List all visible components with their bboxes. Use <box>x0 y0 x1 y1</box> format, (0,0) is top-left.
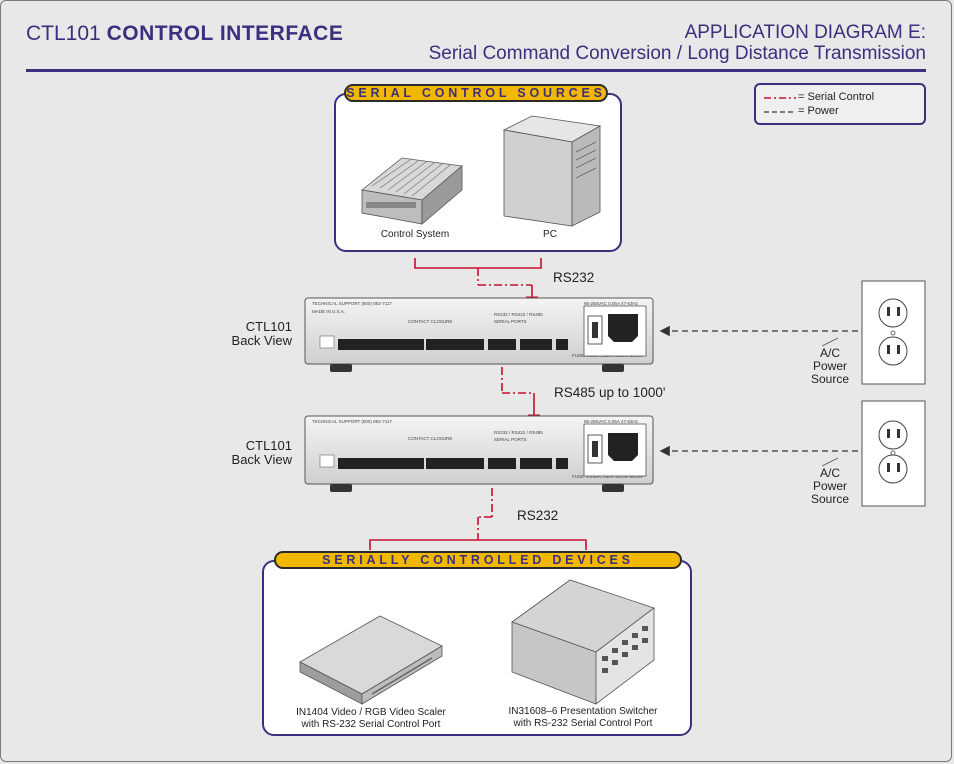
switcher-label: IN31608–6 Presentation Switcher with RS-… <box>496 706 670 730</box>
legend-box: = Serial Control = Power <box>754 83 926 125</box>
control-system-label: Control System <box>380 229 450 240</box>
video-scaler-icon <box>299 615 443 705</box>
ctl101-unit-1-view: Back View <box>231 333 292 348</box>
ctl101-unit-1: TECHNICAL SUPPORT (800) 882-7117 MADE IN… <box>304 297 654 372</box>
video-scaler-label-line1: IN1404 Video / RGB Video Scaler <box>296 707 446 718</box>
svg-text:TECHNICAL SUPPORT (800) 882-71: TECHNICAL SUPPORT (800) 882-7117 <box>312 419 392 424</box>
legend-serial-label: = Serial Control <box>798 91 875 103</box>
power-source-1-line3: Source <box>810 372 850 386</box>
power-source-1-label: A/C Power Source <box>806 347 854 386</box>
brand-name: CTL101 <box>26 22 101 45</box>
ctl101-unit-2: TECHNICAL SUPPORT (800) 882-7117 CONTACT… <box>304 415 654 492</box>
svg-text:RS232 / RS422 / RS485: RS232 / RS422 / RS485 <box>494 430 543 435</box>
ctl101-unit-2-model: CTL101 <box>245 438 292 453</box>
control-system-icon <box>361 157 463 225</box>
video-scaler-label: IN1404 Video / RGB Video Scaler with RS-… <box>286 707 456 731</box>
ctl101-unit-1-model: CTL101 <box>245 319 292 334</box>
video-scaler-label-line2: with RS-232 Serial Control Port <box>301 719 441 730</box>
diagram-title-line1: APPLICATION DIAGRAM E: <box>684 22 926 43</box>
power-source-2-label: A/C Power Source <box>806 467 854 506</box>
ctl101-unit-2-view: Back View <box>231 452 292 467</box>
pc-tower-icon <box>502 115 602 227</box>
svg-text:RS232 / RS422 / RS485: RS232 / RS422 / RS485 <box>494 312 543 317</box>
svg-text:95-265VAC 0.05A 47-63Hz: 95-265VAC 0.05A 47-63Hz <box>584 301 639 306</box>
rs485-link <box>501 367 541 428</box>
svg-text:95-265VAC 0.05A 47-63Hz: 95-265VAC 0.05A 47-63Hz <box>584 419 639 424</box>
svg-text:MADE IN U.S.A.: MADE IN U.S.A. <box>312 309 345 314</box>
svg-text:SERIAL PORTS: SERIAL PORTS <box>494 319 527 324</box>
svg-text:SERIAL PORTS: SERIAL PORTS <box>494 437 527 442</box>
ctl101-unit-2-label: CTL101 Back View <box>226 439 292 467</box>
svg-text:CONTACT CLOSURE: CONTACT CLOSURE <box>408 436 452 441</box>
ctl101-unit-1-label: CTL101 Back View <box>226 320 292 348</box>
power-source-2-line3: Source <box>810 492 850 506</box>
rs485-label: RS485 up to 1000' <box>554 385 666 400</box>
legend-swatches <box>764 97 796 113</box>
sources-banner: SERIAL CONTROL SOURCES <box>344 84 608 102</box>
device-serial-bracket <box>369 488 587 550</box>
presentation-switcher-icon <box>511 579 655 705</box>
rs232-top-label: RS232 <box>553 270 595 285</box>
power-outlet-2 <box>861 400 926 507</box>
power-source-2-line2: Power <box>812 479 847 493</box>
diagram-subtitle: Serial Command Conversion / Long Distanc… <box>428 43 926 64</box>
svg-text:TECHNICAL SUPPORT (800) 882-71: TECHNICAL SUPPORT (800) 882-7117 <box>312 301 392 306</box>
pc-label: PC <box>543 229 557 240</box>
power-lines <box>659 325 858 457</box>
svg-text:FUSE: 0.250A, 250V SLOW BLOW: FUSE: 0.250A, 250V SLOW BLOW <box>572 474 644 479</box>
power-source-1-line1: A/C <box>819 346 840 360</box>
power-source-2-line1: A/C <box>819 466 840 480</box>
title-underline <box>26 69 926 72</box>
svg-text:CONTACT CLOSURE: CONTACT CLOSURE <box>408 319 452 324</box>
page-title: CTL101 CONTROL INTERFACE <box>26 22 343 46</box>
power-source-1-line2: Power <box>812 359 847 373</box>
product-name: CONTROL INTERFACE <box>106 22 344 45</box>
legend-power-label: = Power <box>798 105 839 117</box>
switcher-label-line2: with RS-232 Serial Control Port <box>513 718 653 729</box>
diagram-title: APPLICATION DIAGRAM E: Serial Command Co… <box>429 22 926 64</box>
devices-banner: SERIALLY CONTROLLED DEVICES <box>274 551 682 569</box>
rs232-bottom-label: RS232 <box>517 508 559 523</box>
power-outlet-1 <box>861 280 926 385</box>
power-leaders <box>821 337 839 467</box>
switcher-label-line1: IN31608–6 Presentation Switcher <box>508 706 658 717</box>
